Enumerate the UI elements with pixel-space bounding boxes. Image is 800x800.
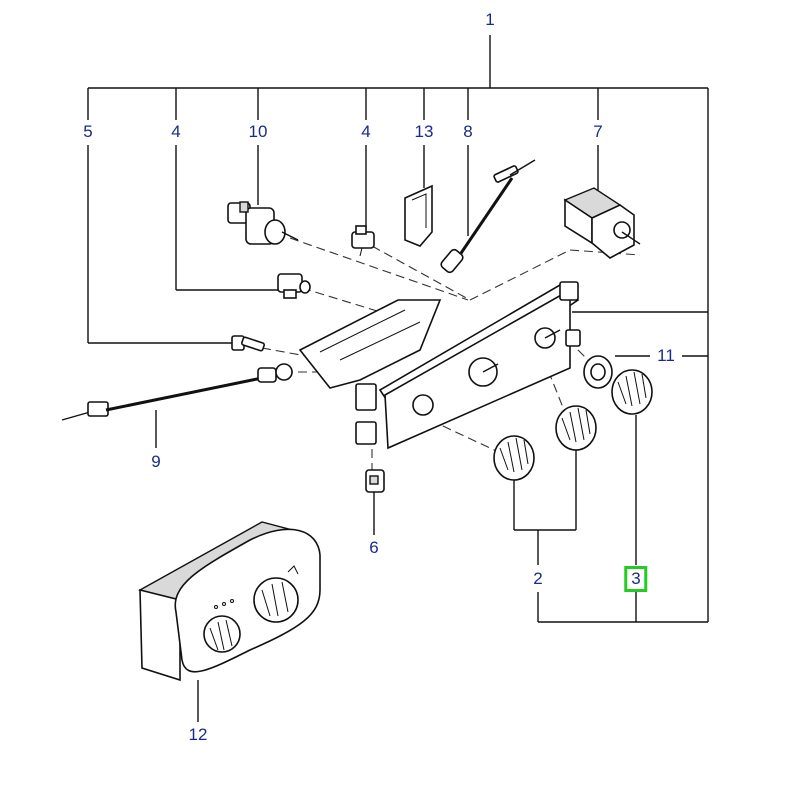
part-4-clip-upper[interactable] [351,225,375,257]
part-2-knob-left[interactable] [493,435,535,481]
part-8-cable[interactable] [440,159,536,274]
callout-11[interactable]: 11 [657,346,675,365]
callout-1[interactable]: 1 [485,10,495,29]
part-3-knob[interactable] [611,369,653,415]
callout-3-highlighted[interactable]: 3 [624,566,648,592]
callout-6[interactable]: 6 [369,538,379,557]
part-5-screw[interactable] [231,335,265,352]
part-2-knob-right[interactable] [555,405,597,451]
callout-2[interactable]: 2 [533,569,543,588]
part-6-clip[interactable] [365,469,385,493]
part-9-cable[interactable] [61,363,293,421]
part-13-bracket[interactable] [404,184,433,247]
leader-lines [87,35,709,722]
control-frame[interactable] [298,281,581,450]
callout-4-left[interactable]: 4 [171,122,181,141]
callout-13[interactable]: 13 [414,122,434,141]
callout-9[interactable]: 9 [151,452,161,471]
part-12-control-unit[interactable] [138,521,321,682]
callout-4-right[interactable]: 4 [361,122,371,141]
callout-7[interactable]: 7 [593,122,603,141]
part-4-clip-lower[interactable] [277,273,311,299]
part-10-actuator[interactable] [227,201,299,245]
part-7-switch[interactable] [563,187,641,259]
part-11-ring[interactable] [583,355,613,389]
callout-5[interactable]: 5 [83,122,93,141]
callout-12[interactable]: 12 [188,725,208,744]
callout-8[interactable]: 8 [463,122,473,141]
callout-10[interactable]: 10 [248,122,268,141]
